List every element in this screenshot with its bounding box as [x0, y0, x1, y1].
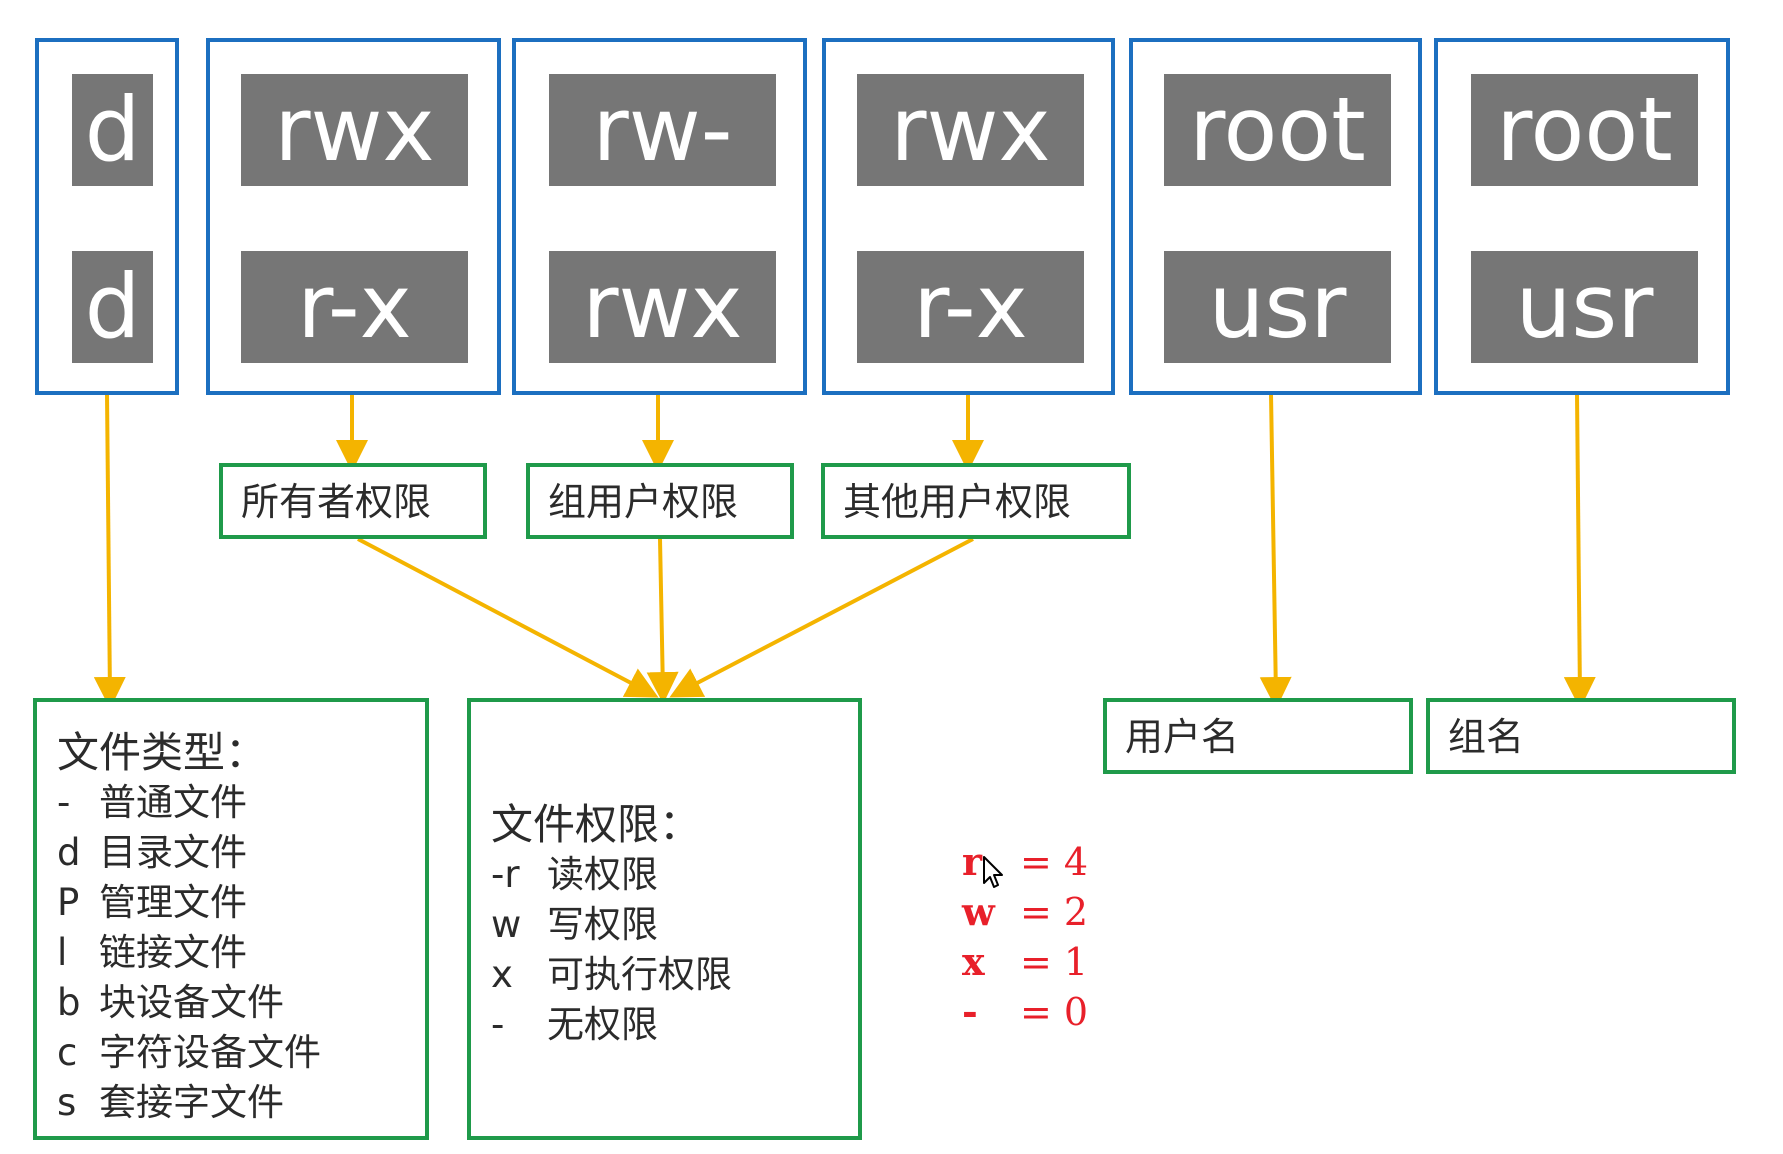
arrow-owner-to-perm [357, 537, 659, 698]
weight-row: x= 1 [962, 939, 1089, 984]
owner-tile-bottom: r-x [241, 251, 468, 363]
arrow-other-to-perm [669, 537, 974, 698]
mouse-cursor-icon [983, 856, 1003, 888]
group-name-label: 组名 [1426, 698, 1736, 774]
owner-tile-top: rwx [241, 74, 468, 186]
owner-permission-label: 所有者权限 [219, 463, 487, 539]
column-user: root usr [1129, 38, 1422, 395]
arrow-type [93, 393, 126, 709]
arrow-group-to-perm [646, 538, 679, 704]
permission-weights: r= 4 w= 2 x= 1 -= 0 [962, 837, 1088, 1037]
groupname-tile-top: root [1471, 74, 1698, 186]
group-tile-bottom: rwx [549, 251, 776, 363]
other-permission-label: 其他用户权限 [821, 463, 1131, 539]
user-name-label: 用户名 [1103, 698, 1413, 774]
column-group: rw- rwx [512, 38, 807, 395]
column-type: d d [35, 38, 179, 395]
user-tile-top: root [1164, 74, 1391, 186]
file-permission-title: 文件权限： [491, 800, 702, 849]
groupname-tile-bottom: usr [1471, 251, 1698, 363]
list-item: -普通文件 [57, 781, 247, 824]
type-tile-top: d [72, 74, 153, 186]
other-tile-top: rwx [857, 74, 1084, 186]
weight-row: w= 2 [962, 889, 1089, 934]
group-permission-label: 组用户权限 [526, 463, 794, 539]
arrow-groupname [1563, 393, 1596, 709]
column-owner: rwx r-x [206, 38, 501, 395]
group-tile-top: rw- [549, 74, 776, 186]
list-item: -无权限 [491, 1003, 658, 1046]
file-type-title: 文件类型： [57, 728, 268, 777]
arrow-username [1259, 393, 1292, 709]
user-tile-bottom: usr [1164, 251, 1391, 363]
weight-row: r= 4 [962, 839, 1089, 884]
column-other: rwx r-x [822, 38, 1115, 395]
type-tile-bottom: d [72, 251, 153, 363]
weight-row: -= 0 [962, 989, 1089, 1034]
other-tile-bottom: r-x [857, 251, 1084, 363]
column-groupname: root usr [1434, 38, 1730, 395]
